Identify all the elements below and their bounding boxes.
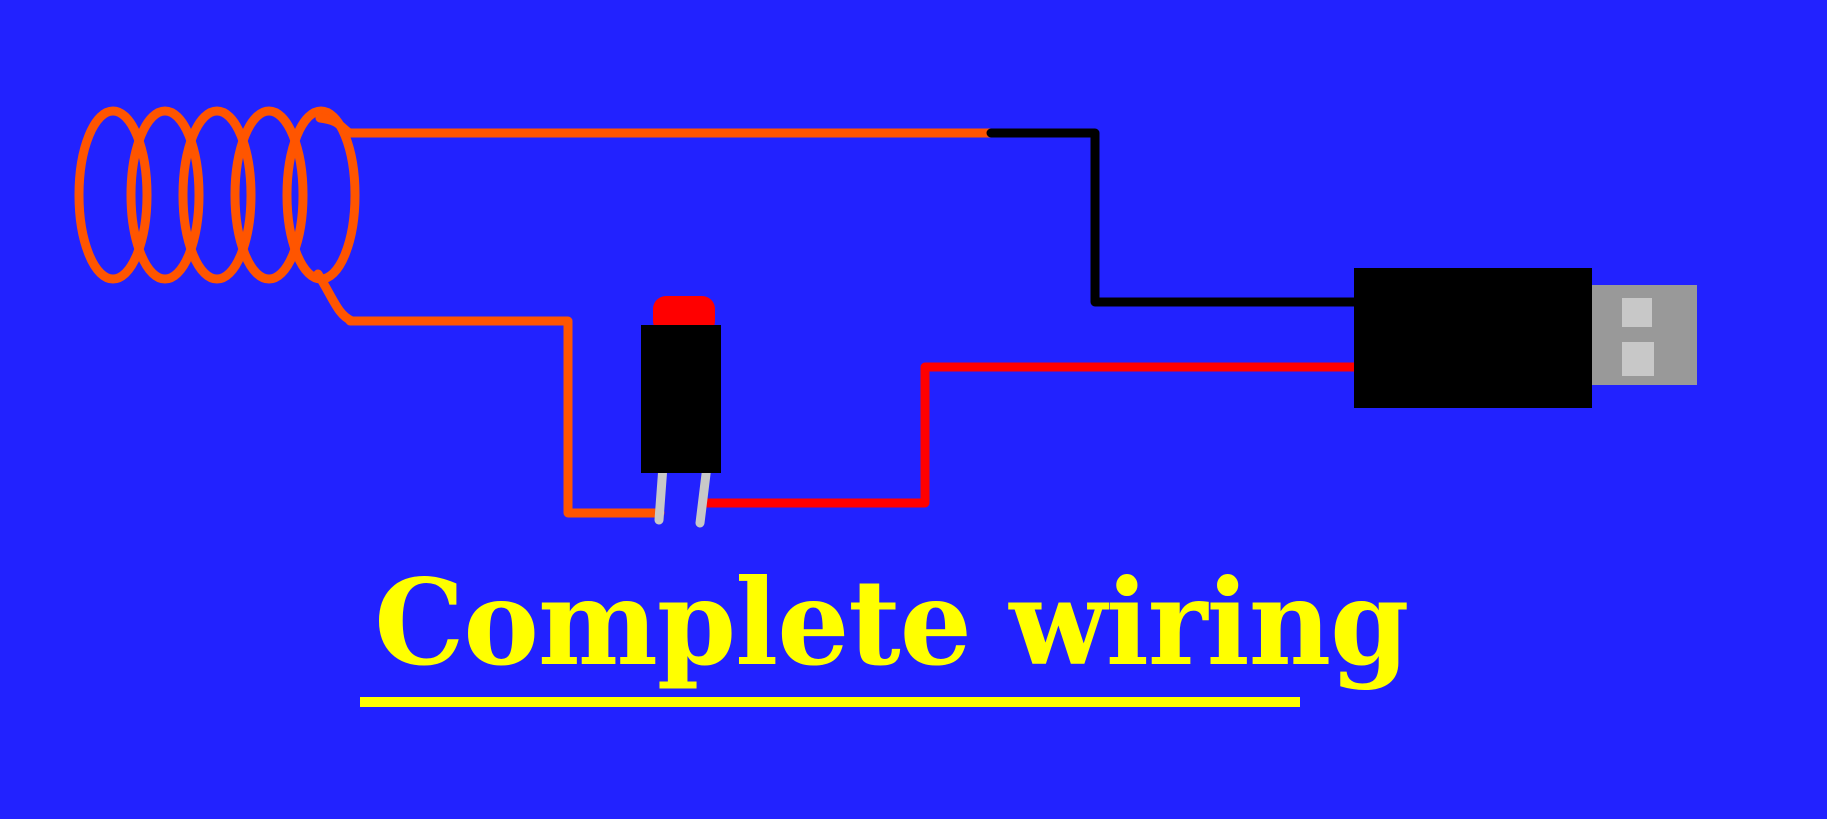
usb-black-body	[1354, 268, 1592, 408]
usb-connector[interactable]	[1354, 268, 1697, 408]
caption-underline	[360, 697, 1300, 707]
switch-black-body	[641, 325, 721, 473]
switch-left-pin	[654, 461, 668, 525]
switch-right-pin	[695, 461, 712, 528]
wire-coil	[74, 106, 360, 284]
switch-red-cap[interactable]	[653, 296, 715, 334]
wire-coil-top-to-usb	[339, 128, 1359, 307]
wire-segment-black-to-usb	[986, 128, 1359, 307]
coil-lead-bottom	[313, 269, 357, 326]
wire-coil-bottom-to-switch	[345, 316, 665, 518]
coil-turn-4	[230, 106, 308, 284]
coil-turn-2	[126, 106, 204, 284]
usb-contact-bottom	[1622, 342, 1654, 376]
push-button-switch[interactable]	[641, 296, 721, 528]
wire-switch-to-usb-red	[700, 362, 1359, 508]
coil-lead-top	[315, 113, 353, 137]
usb-contact-top	[1622, 298, 1652, 327]
coil-turn-3	[178, 106, 256, 284]
coil-turn-1	[74, 106, 152, 284]
